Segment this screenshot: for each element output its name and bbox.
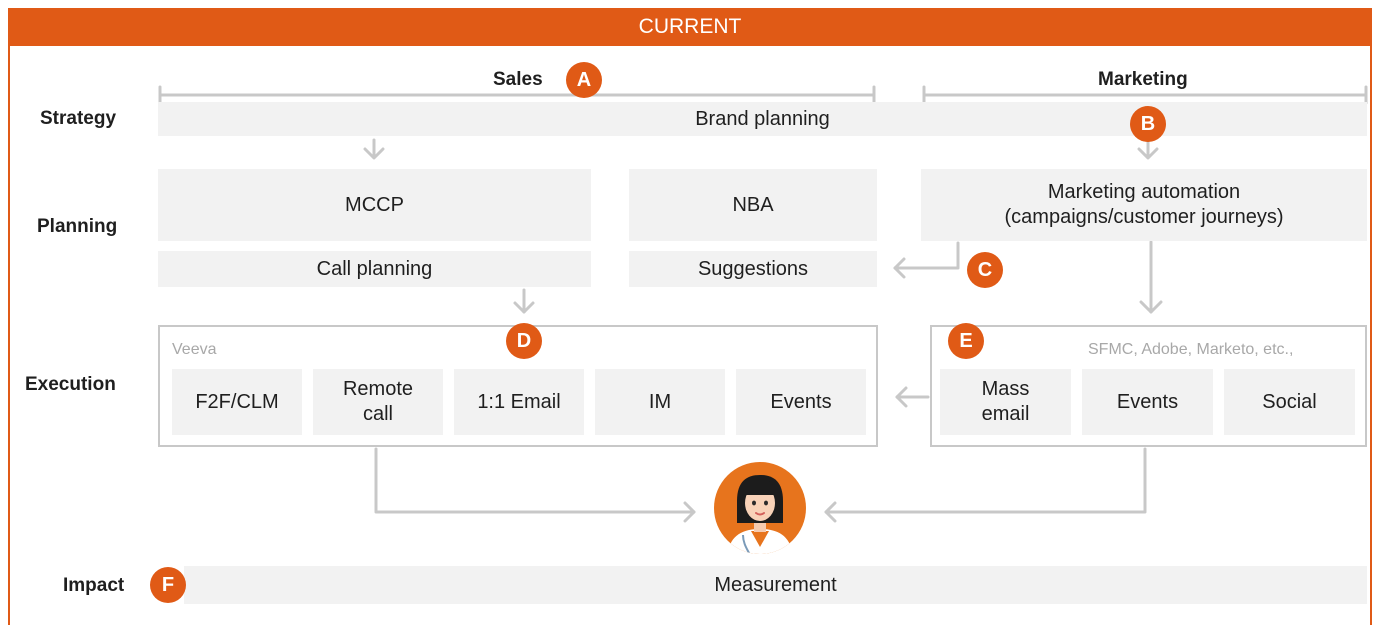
badge-f: F bbox=[150, 567, 186, 603]
measurement-box: Measurement bbox=[184, 566, 1367, 604]
row-planning-label: Planning bbox=[37, 216, 118, 237]
marketing-platform-label: SFMC, Adobe, Marketo, etc., bbox=[1088, 341, 1294, 358]
channel-mass-email-label: Mass email bbox=[981, 378, 1030, 425]
row-strategy-label: Strategy bbox=[40, 108, 117, 129]
channel-mass-email: Mass email bbox=[940, 369, 1071, 435]
measurement-label: Measurement bbox=[714, 573, 837, 596]
arrow-strategy-to-automation bbox=[1137, 147, 1159, 160]
channel-marketing-events-label: Events bbox=[1116, 390, 1179, 413]
arrow-marketing-to-sales bbox=[895, 386, 908, 408]
channel-social-label: Social bbox=[1262, 390, 1317, 413]
badge-d: D bbox=[506, 323, 542, 359]
arrow-strategy-to-mccp bbox=[363, 147, 385, 160]
badge-b: B bbox=[1130, 106, 1166, 142]
badge-c: C bbox=[967, 252, 1003, 288]
call-planning-label: Call planning bbox=[316, 257, 433, 280]
brand-planning-label: Brand planning bbox=[695, 107, 830, 130]
channel-im-label: IM bbox=[648, 390, 672, 413]
channel-sales-events: Events bbox=[736, 369, 866, 435]
call-planning-box: Call planning bbox=[158, 251, 591, 287]
arrow-automation-to-execution bbox=[1139, 300, 1163, 314]
column-sales-label: Sales bbox=[493, 69, 543, 90]
arrow-marketing-to-customer bbox=[824, 501, 837, 523]
channel-sales-events-label: Events bbox=[770, 390, 832, 413]
badge-a: A bbox=[566, 62, 602, 98]
brand-planning-box: Brand planning bbox=[158, 102, 1367, 136]
channel-remote-call: Remote call bbox=[313, 369, 443, 435]
row-execution-label: Execution bbox=[25, 374, 116, 395]
column-marketing-label: Marketing bbox=[1098, 69, 1188, 90]
diagram-title: CURRENT bbox=[8, 8, 1372, 46]
channel-email-label: 1:1 Email bbox=[477, 390, 561, 413]
mccp-label: MCCP bbox=[345, 193, 404, 216]
suggestions-label: Suggestions bbox=[697, 257, 809, 280]
arrow-callplanning-to-execution bbox=[513, 301, 535, 314]
channel-f2f-clm-label: F2F/CLM bbox=[195, 390, 279, 413]
channel-remote-call-label: Remote call bbox=[342, 378, 414, 425]
arrow-sales-to-customer bbox=[683, 501, 696, 523]
channel-marketing-events: Events bbox=[1082, 369, 1213, 435]
channel-f2f-clm: F2F/CLM bbox=[172, 369, 302, 435]
row-impact-label: Impact bbox=[63, 575, 125, 596]
suggestions-box: Suggestions bbox=[629, 251, 877, 287]
marketing-automation-label: Marketing automation (campaigns/customer… bbox=[1004, 181, 1284, 228]
sales-platform-label: Veeva bbox=[172, 341, 217, 358]
mccp-box: MCCP bbox=[158, 169, 591, 241]
channel-social: Social bbox=[1224, 369, 1355, 435]
nba-box: NBA bbox=[629, 169, 877, 241]
channel-email: 1:1 Email bbox=[454, 369, 584, 435]
customer-avatar-icon bbox=[714, 462, 806, 554]
nba-label: NBA bbox=[732, 193, 774, 216]
marketing-automation-box: Marketing automation (campaigns/customer… bbox=[921, 169, 1367, 241]
badge-e: E bbox=[948, 323, 984, 359]
arrow-automation-to-suggestions bbox=[893, 257, 906, 279]
channel-im: IM bbox=[595, 369, 725, 435]
